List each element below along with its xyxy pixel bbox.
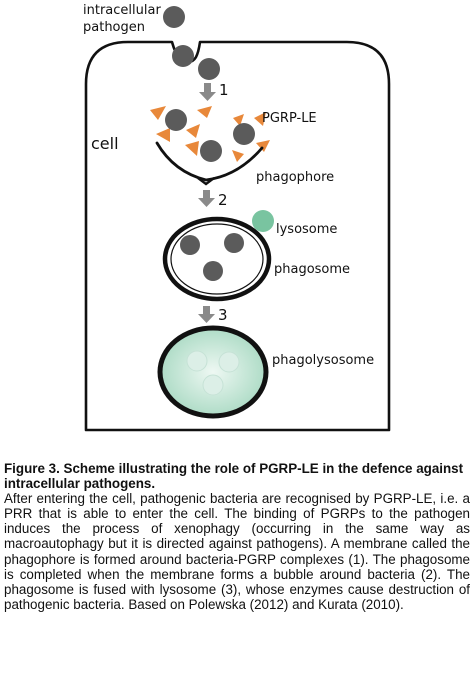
pathogen-outside <box>163 6 185 28</box>
phagolysosome-pathogen-3 <box>202 374 224 396</box>
pgrp-pathogen-complex-1 <box>150 106 187 142</box>
caption-title: Figure 3. Scheme illustrating the role o… <box>4 461 464 492</box>
lysosome <box>252 210 274 232</box>
figure-caption: Figure 3. Scheme illustrating the role o… <box>4 461 470 612</box>
phagophore-membrane <box>155 141 264 182</box>
phagosome-pathogen-2 <box>224 233 244 253</box>
step-2-label: 2 <box>218 191 228 209</box>
pgrp-pathogen-complex-2 <box>185 106 222 162</box>
label-phagophore: phagophore <box>256 170 334 185</box>
label-lysosome: lysosome <box>276 222 337 237</box>
phagosome-pathogen-3 <box>203 261 223 281</box>
phagosome-pathogen-1 <box>180 235 200 255</box>
label-pathogen: pathogen <box>83 20 145 35</box>
step-1-label: 1 <box>219 81 229 99</box>
phagolysosome-pathogen-1 <box>186 350 208 372</box>
label-intracellular: intracellular <box>83 3 161 18</box>
label-cell: cell <box>91 134 119 153</box>
phagolysosome-pathogen-2 <box>218 351 240 373</box>
xenophagy-diagram: intracellular pathogen 1 PGRP-LE phagoph… <box>83 3 391 432</box>
label-phagolysosome: phagolysosome <box>272 353 374 368</box>
label-pgrp-le: PGRP-LE <box>262 111 317 126</box>
phagosome <box>162 216 272 302</box>
caption-body: After entering the cell, pathogenic bact… <box>4 491 470 612</box>
pathogen-entering <box>172 45 194 67</box>
arrow-step-2 <box>198 190 215 207</box>
arrow-step-3 <box>198 306 215 323</box>
phagolysosome <box>157 325 269 419</box>
arrow-step-1 <box>199 83 216 101</box>
label-phagosome: phagosome <box>274 262 350 277</box>
pgrp-pathogen-complex-3 <box>232 112 270 162</box>
pathogen-inside <box>198 58 220 80</box>
step-3-label: 3 <box>218 306 228 324</box>
